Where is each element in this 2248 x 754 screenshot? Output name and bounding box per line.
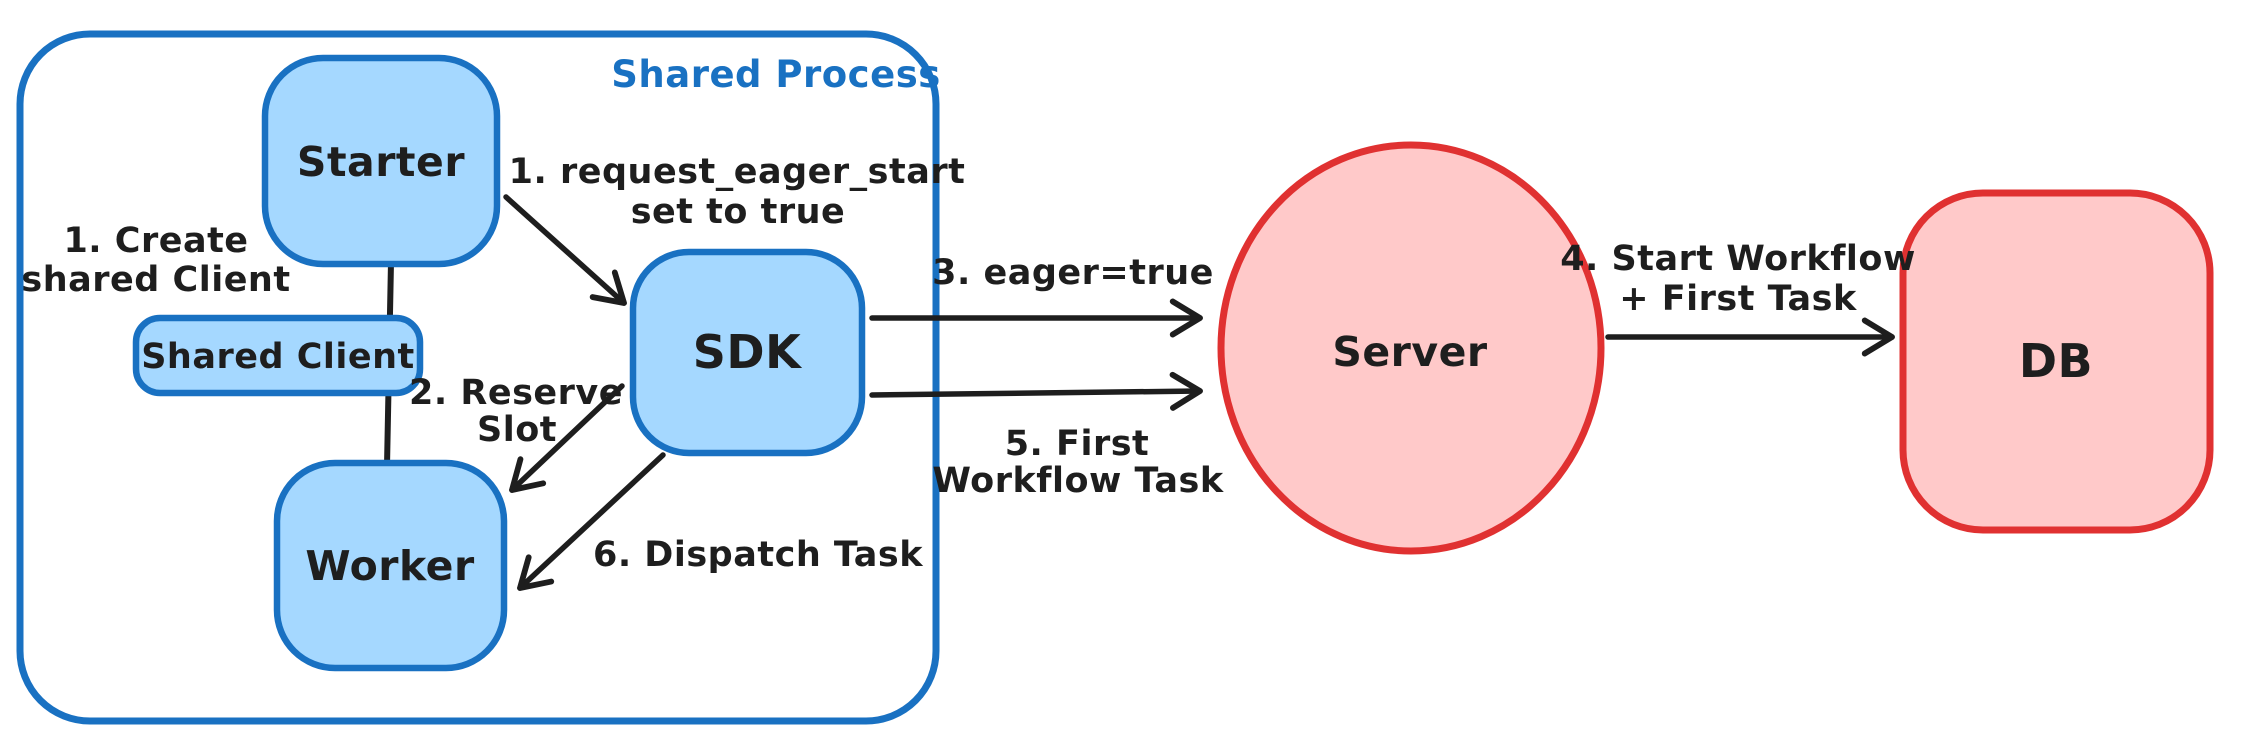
server-node	[1217, 141, 1605, 555]
arrow-1-starter-to-sdk	[503, 194, 627, 306]
annotation-reserve-slot-line2: Slot	[477, 410, 557, 450]
annotation-first-workflow-task-line2: Workflow Task	[932, 461, 1224, 501]
annotation-eager-true: 3. eager=true	[932, 253, 1214, 293]
shared-process-container	[16, 30, 940, 725]
shared-client-node	[132, 314, 424, 397]
annotation-create-shared-client-line1: 1. Create	[63, 221, 248, 261]
arrow-6-sdk-to-worker-dispatch	[517, 452, 666, 591]
shared-client-label: Shared Client	[141, 337, 415, 377]
worker-label: Worker	[305, 542, 475, 590]
db-node	[1899, 189, 2214, 534]
sdk-label: SDK	[693, 325, 803, 379]
annotation-first-workflow-task-line1: 5. First	[1005, 424, 1150, 464]
db-label: DB	[2019, 334, 2093, 388]
arrow-2-sdk-to-worker-reserve-slot	[509, 383, 625, 493]
starter-node	[261, 54, 501, 268]
shared-process-label: Shared Process	[611, 53, 941, 96]
annotation-create-shared-client-line2: shared Client	[21, 260, 290, 300]
worker-node	[273, 459, 508, 672]
arrow-5-sdk-to-server-first-task	[869, 371, 1203, 411]
starter-label: Starter	[297, 138, 465, 186]
annotation-request-eager-start-line1: 1. request_eager_start	[509, 152, 966, 192]
annotation-start-workflow-line1: 4. Start Workflow	[1560, 239, 1916, 279]
sdk-node	[629, 248, 866, 457]
annotation-request-eager-start-line2: set to true	[631, 192, 846, 232]
annotation-reserve-slot-line1: 2. Reserve	[409, 373, 623, 413]
annotation-dispatch-task: 6. Dispatch Task	[593, 535, 923, 575]
annotation-start-workflow-line2: + First Task	[1619, 279, 1857, 319]
server-label: Server	[1332, 328, 1488, 376]
